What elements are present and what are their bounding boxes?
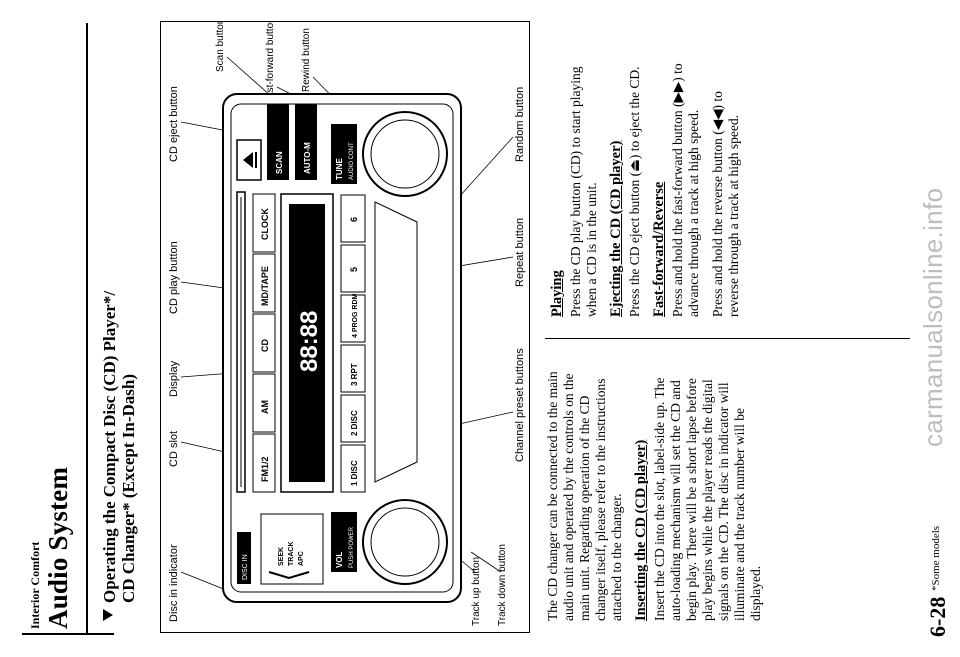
fm-label: FM1/2 <box>260 456 270 482</box>
power-label: PUSH POWER <box>349 526 355 568</box>
header-horizontal-rule <box>86 23 88 635</box>
preset-1-button[interactable] <box>340 444 366 493</box>
apc-label: APC <box>298 551 305 566</box>
main-heading: Operating the Compact Disc (CD) Player*/… <box>100 61 138 621</box>
auto-m-button[interactable] <box>295 104 317 180</box>
section-title: Audio System <box>43 466 73 629</box>
left-column: The CD changer can be connected to the m… <box>545 363 772 621</box>
cd-label: CD <box>260 339 270 352</box>
callout-fast-forward-button: Fast-forward button <box>265 22 276 104</box>
callout-display: Display <box>168 360 180 397</box>
ejecting-paragraph: Press the CD eject button (⏏) to eject t… <box>627 66 642 317</box>
seek-track-button[interactable] <box>260 513 324 585</box>
scan-label: SCAN <box>275 151 284 174</box>
preset-1-label: 1 DISC <box>350 460 359 486</box>
playing-heading: Playing <box>549 270 565 317</box>
audio-unit-diagram: Disc in indicator CD slot Display CD pla… <box>168 17 526 626</box>
am-label: AM <box>260 400 270 414</box>
preset-5-label: 5 <box>349 267 359 272</box>
callout-scan-button: Scan button <box>215 22 226 72</box>
preset-2-label: 2 DISC <box>350 410 359 436</box>
md-tape-button[interactable] <box>252 253 276 313</box>
fast-forward-heading: Fast-forward/Reverse <box>651 181 667 317</box>
footnote: *Some models <box>930 525 942 591</box>
eject-icon <box>243 152 257 168</box>
page-number: 6-28 <box>925 596 950 637</box>
callout-track-up-button: Track up button <box>471 557 482 626</box>
auto-m-label: AUTO-M <box>303 142 312 174</box>
preset-2-button[interactable] <box>340 394 366 443</box>
callout-repeat-button: Repeat button <box>514 218 526 287</box>
column-divider <box>545 338 910 339</box>
preset-6-button[interactable] <box>340 194 366 243</box>
disc-in-label: DISC IN <box>242 554 249 580</box>
cd-button[interactable] <box>252 313 276 373</box>
callout-rewind-button: Rewind button <box>301 28 312 92</box>
main-heading-line2: CD Changer* (Except In-Dash) <box>119 373 138 603</box>
right-column: Playing Press the CD play button (CD) to… <box>545 59 750 317</box>
intro-paragraph: The CD changer can be connected to the m… <box>545 371 624 621</box>
inserting-paragraph: Insert the CD into the slot, label-side … <box>652 377 763 621</box>
vol-label: VOL <box>335 551 344 568</box>
callout-track-down-button: Track down button <box>497 544 508 626</box>
clock-label: CLOCK <box>260 208 270 240</box>
tune-knob[interactable] <box>362 111 448 197</box>
preset-4-label: 4 PROG RDM <box>352 293 359 338</box>
preset-6-label: 6 <box>349 217 359 222</box>
ejecting-heading: Ejecting the CD (CD player) <box>608 140 624 317</box>
callout-cd-play-button: CD play button <box>168 241 180 314</box>
fast-forward-paragraph: Press and hold the fast-forward button (… <box>670 63 701 317</box>
figure-box: Disc in indicator CD slot Display CD pla… <box>160 17 530 633</box>
tune-label: TUNE <box>335 158 344 180</box>
clock-button[interactable] <box>252 193 276 253</box>
inserting-heading: Inserting the CD (CD player) <box>633 439 649 621</box>
main-heading-line1: Operating the Compact Disc (CD) Player*/ <box>100 290 119 603</box>
triangle-bullet-icon <box>103 609 113 621</box>
fm-button[interactable] <box>252 433 276 493</box>
preset-3-button[interactable] <box>340 344 366 393</box>
callout-cd-slot: CD slot <box>168 431 180 467</box>
volume-knob[interactable] <box>362 499 448 585</box>
reverse-paragraph: Press and hold the reverse button (◀◀) t… <box>710 91 741 317</box>
callout-random-button: Random button <box>514 87 526 162</box>
callout-disc-in-indicator: Disc in indicator <box>168 544 180 622</box>
preset-3-label: 3 RPT <box>350 363 359 386</box>
md-tape-label: MD/TAPE <box>260 266 270 306</box>
callout-cd-eject-button: CD eject button <box>168 86 180 162</box>
playing-paragraph: Press the CD play button (CD) to start p… <box>568 66 599 317</box>
header-vertical-rule <box>22 633 114 635</box>
display-digits: 88:88 <box>296 311 323 372</box>
seek-label: SEEK <box>278 547 285 566</box>
scan-button[interactable] <box>267 104 289 180</box>
audio-cont-label: AUDIO CONT <box>349 142 355 180</box>
am-button[interactable] <box>252 373 276 433</box>
watermark: carmanualsonline.info <box>918 187 948 447</box>
track-label: TRACK <box>288 542 295 567</box>
track-up-icon <box>268 571 310 580</box>
preset-4-button[interactable] <box>340 294 366 343</box>
preset-5-button[interactable] <box>340 244 366 293</box>
section-label: Interior Comfort <box>28 541 42 629</box>
callout-channel-preset-buttons: Channel preset buttons <box>514 348 526 462</box>
